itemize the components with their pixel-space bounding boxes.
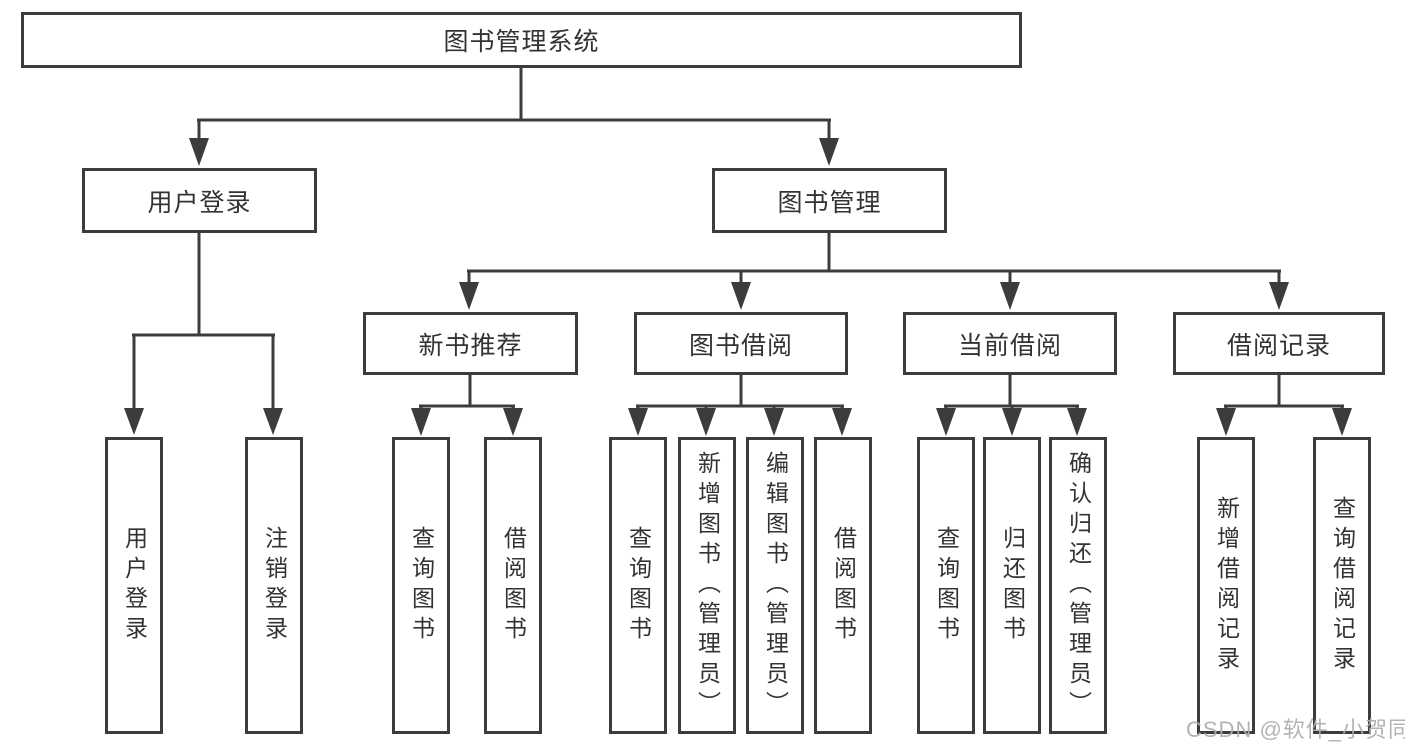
leaf-add-books-admin: 新增图书（管理员） (678, 437, 736, 734)
leaf-borrow-books-1-label: 借阅图书 (500, 525, 527, 646)
connector-bookmgmt-to-level3 (459, 233, 1289, 310)
connector-userlogin-children (124, 233, 283, 435)
node-user-login: 用户登录 (82, 168, 317, 233)
leaf-add-borrow-record-label: 新增借阅记录 (1213, 495, 1240, 676)
leaf-edit-books-admin: 编辑图书（管理员） (746, 437, 804, 734)
node-book-borrow-label: 图书借阅 (688, 331, 793, 360)
leaf-query-books-2-label: 查询图书 (625, 525, 652, 646)
connector-bookborrow-children (628, 375, 852, 436)
leaf-add-books-admin-label: 新增图书（管理员） (694, 450, 721, 721)
node-current-borrow: 当前借阅 (903, 312, 1117, 375)
leaf-query-books-1-label: 查询图书 (408, 525, 435, 646)
leaf-query-books-1: 查询图书 (392, 437, 450, 734)
leaf-edit-books-admin-label: 编辑图书（管理员） (762, 450, 789, 721)
node-book-management-label: 图书管理 (777, 188, 882, 217)
leaf-logout: 注销登录 (245, 437, 303, 734)
leaf-return-books-label: 归还图书 (999, 525, 1026, 646)
leaf-query-borrow-record-label: 查询借阅记录 (1329, 495, 1356, 676)
node-new-book-recommend: 新书推荐 (363, 312, 578, 375)
connector-newbookrec-children (411, 375, 523, 436)
leaf-user-login-label: 用户登录 (121, 525, 148, 646)
leaf-confirm-return-admin: 确认归还（管理员） (1049, 437, 1107, 734)
leaf-add-borrow-record: 新增借阅记录 (1197, 437, 1255, 734)
node-book-management: 图书管理 (712, 168, 947, 233)
leaf-borrow-books-2: 借阅图书 (814, 437, 872, 734)
node-borrow-record: 借阅记录 (1173, 312, 1385, 375)
connector-borrowrecord-children (1216, 375, 1352, 436)
node-book-borrow: 图书借阅 (634, 312, 848, 375)
leaf-user-login: 用户登录 (105, 437, 163, 734)
leaf-query-books-3: 查询图书 (917, 437, 975, 734)
node-current-borrow-label: 当前借阅 (957, 331, 1062, 360)
leaf-confirm-return-admin-label: 确认归还（管理员） (1065, 450, 1092, 721)
leaf-return-books: 归还图书 (983, 437, 1041, 734)
node-root-label: 图书管理系统 (443, 28, 600, 56)
node-borrow-record-label: 借阅记录 (1226, 331, 1331, 360)
node-user-login-label: 用户登录 (147, 188, 252, 217)
leaf-logout-label: 注销登录 (261, 525, 288, 646)
node-new-book-recommend-label: 新书推荐 (418, 331, 523, 360)
connector-root-to-level2 (189, 68, 839, 166)
csdn-watermark: CSDN @软件_小贺同学 (1186, 717, 1405, 742)
leaf-borrow-books-1: 借阅图书 (484, 437, 542, 734)
leaf-query-books-3-label: 查询图书 (933, 525, 960, 646)
leaf-borrow-books-2-label: 借阅图书 (830, 525, 857, 646)
node-root-system: 图书管理系统 (21, 12, 1022, 68)
leaf-query-books-2: 查询图书 (609, 437, 667, 734)
connector-currentborrow-children (936, 375, 1087, 436)
leaf-query-borrow-record: 查询借阅记录 (1313, 437, 1371, 734)
